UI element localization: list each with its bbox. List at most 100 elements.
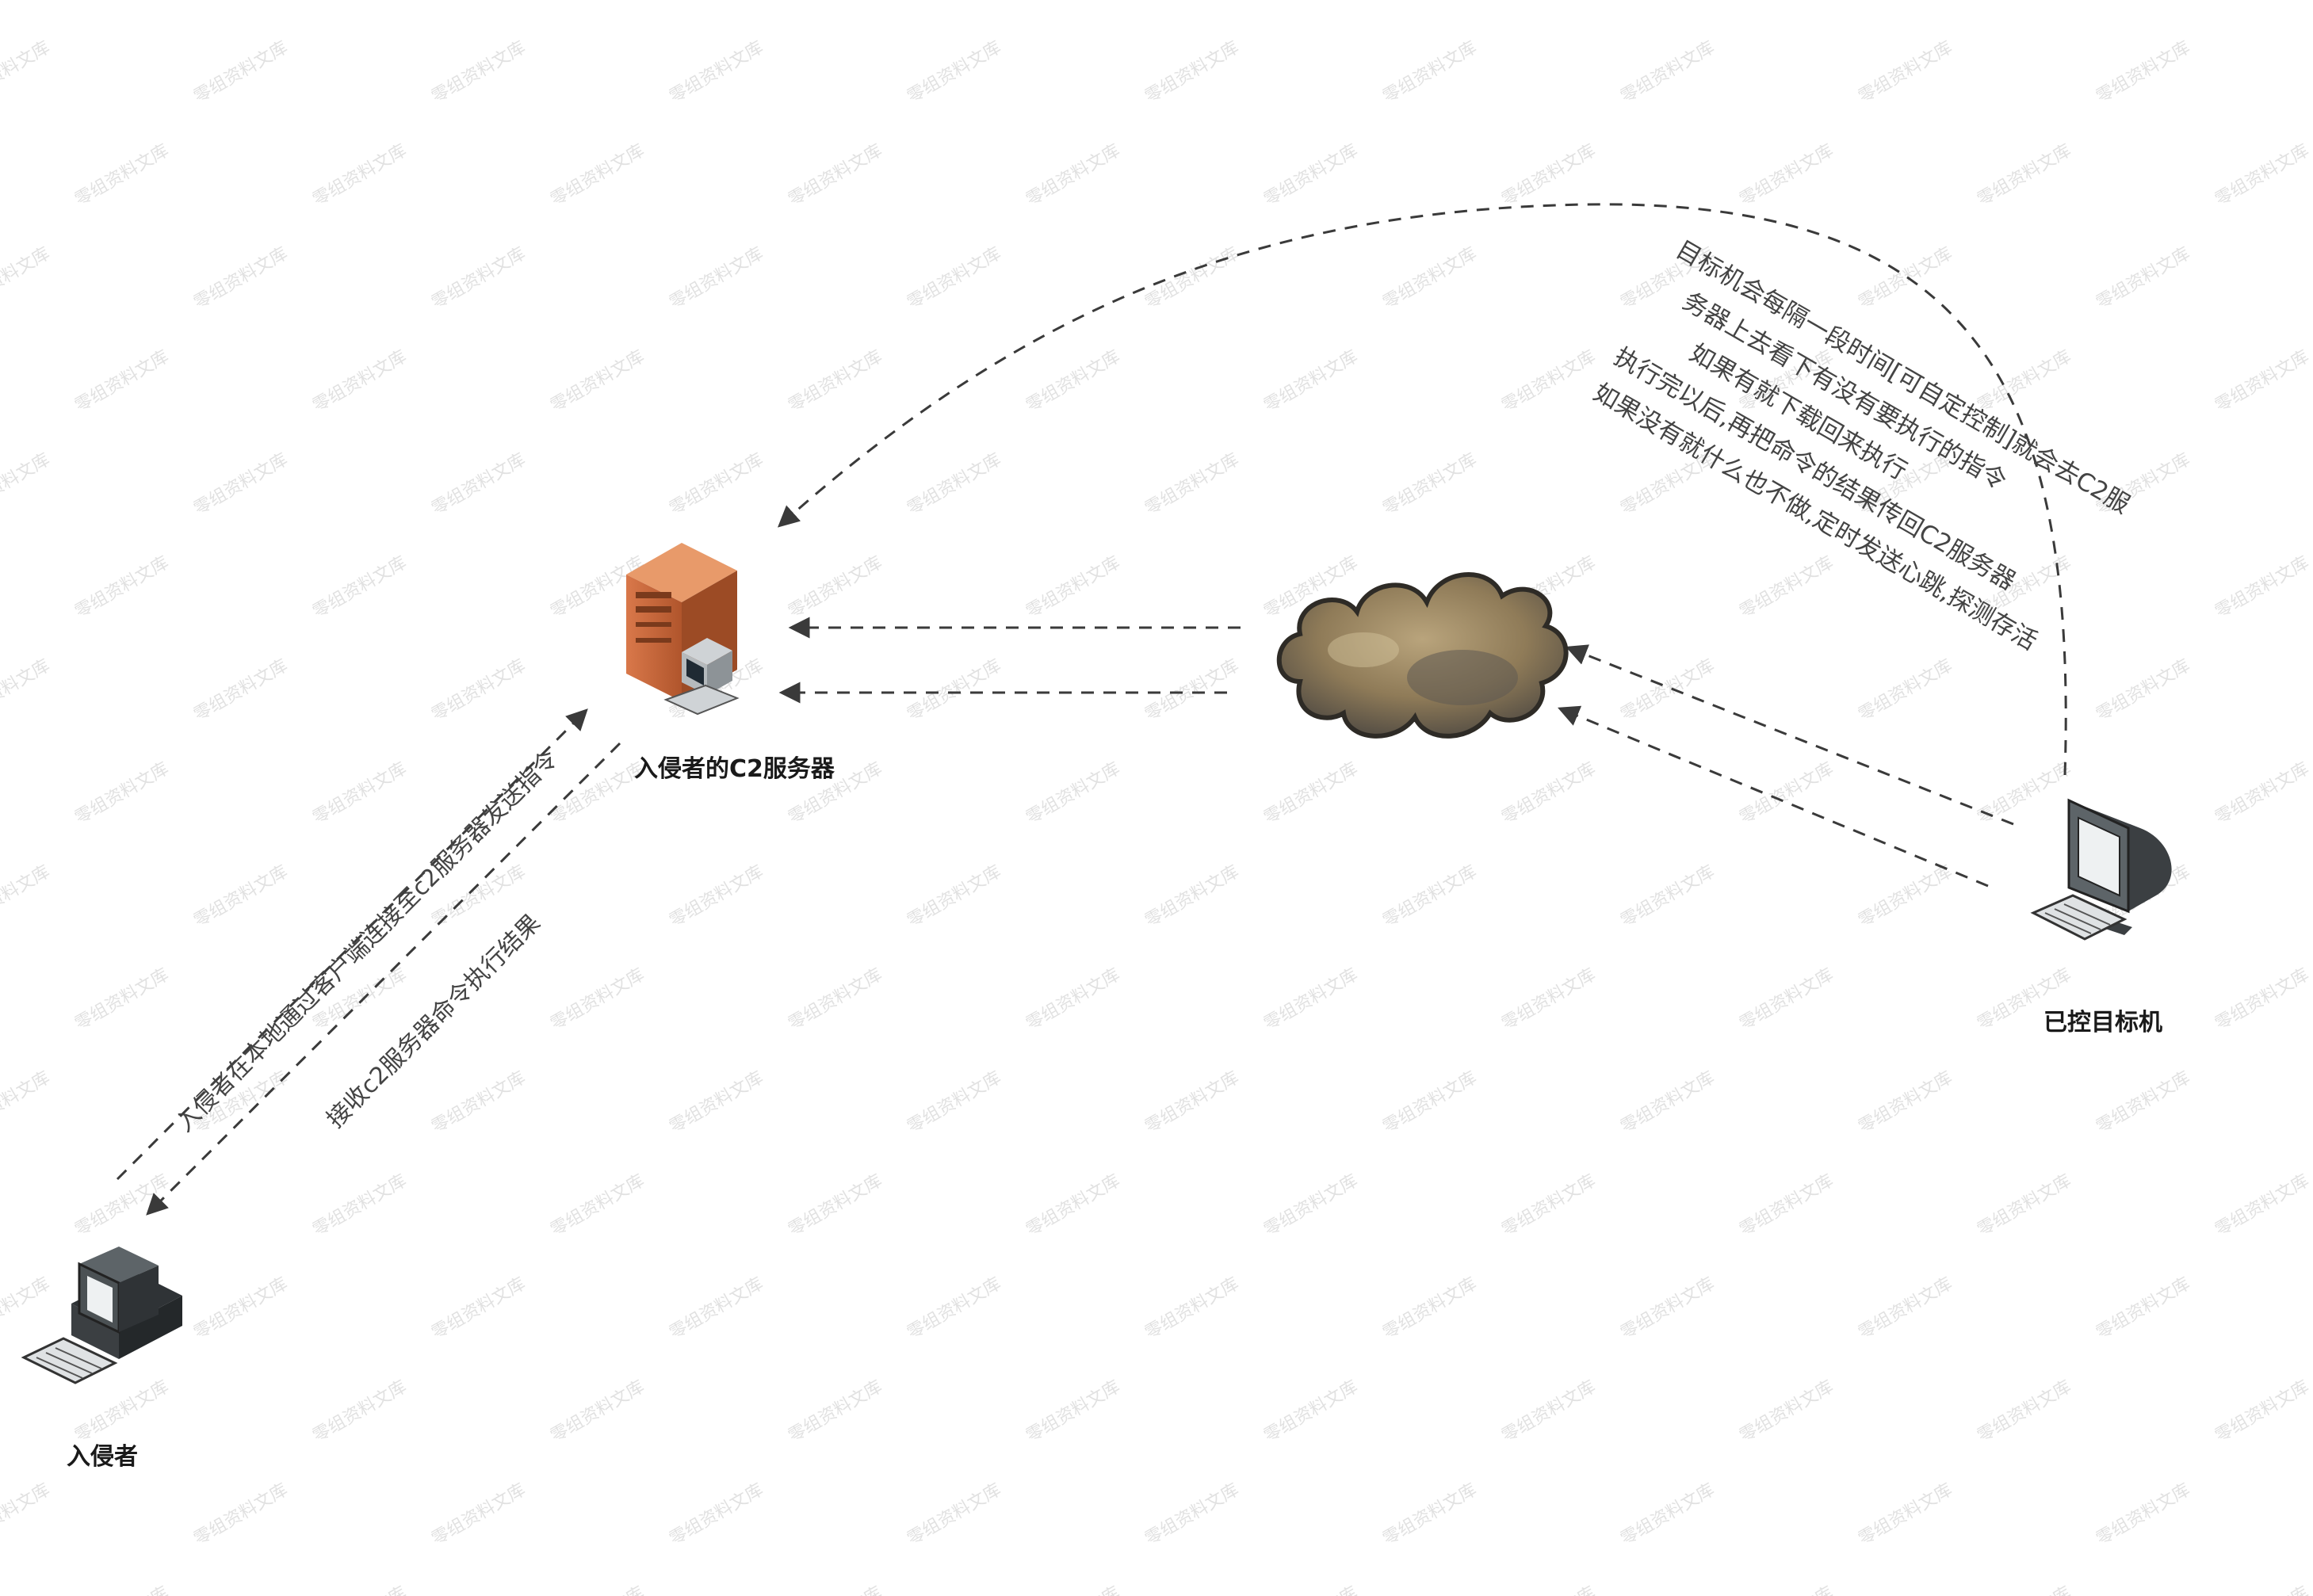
watermark-text: 零组资料文库	[667, 1480, 767, 1550]
watermark-text: 零组资料文库	[0, 244, 53, 314]
watermark-text: 零组资料文库	[2212, 141, 2313, 211]
watermark-text: 零组资料文库	[310, 1377, 411, 1447]
watermark-text: 零组资料文库	[1737, 553, 1837, 623]
watermark-text: 零组资料文库	[1142, 1068, 1243, 1138]
watermark-text: 零组资料文库	[0, 1274, 53, 1344]
watermark-text: 零组资料文库	[310, 759, 411, 829]
watermark-text: 零组资料文库	[1975, 1171, 2075, 1241]
watermark-text: 零组资料文库	[310, 553, 411, 623]
watermark-text: 零组资料文库	[1618, 38, 1719, 108]
watermark-text: 零组资料文库	[1023, 1377, 1124, 1447]
watermark-text: 零组资料文库	[1261, 1583, 1362, 1596]
watermark-text: 零组资料文库	[1737, 0, 1837, 4]
watermark-text: 零组资料文库	[548, 1377, 648, 1447]
watermark-text: 零组资料文库	[1023, 0, 1124, 4]
watermark-text: 零组资料文库	[191, 1480, 292, 1550]
edge-target-to-cloud-lower	[1558, 705, 1989, 888]
watermark-text: 零组资料文库	[1142, 862, 1243, 932]
watermark-text: 零组资料文库	[2093, 244, 2194, 314]
watermark-text: 零组资料文库	[1737, 141, 1837, 211]
watermark-text: 零组资料文库	[1023, 759, 1124, 829]
watermark-text: 零组资料文库	[1023, 347, 1124, 417]
watermark-text: 零组资料文库	[1499, 965, 1600, 1035]
watermark-text: 零组资料文库	[1380, 1068, 1481, 1138]
watermark-text: 零组资料文库	[72, 347, 173, 417]
watermark-text: 零组资料文库	[667, 1068, 767, 1138]
watermark-text: 零组资料文库	[1023, 1171, 1124, 1241]
watermark-text: 零组资料文库	[1142, 1480, 1243, 1550]
watermark-text: 零组资料文库	[1142, 244, 1243, 314]
watermark-text: 零组资料文库	[1618, 862, 1719, 932]
watermark-text: 零组资料文库	[1142, 656, 1243, 726]
watermark-text: 零组资料文库	[0, 862, 53, 932]
watermark-text: 零组资料文库	[904, 656, 1005, 726]
crt-monitor-icon	[2030, 798, 2172, 941]
watermark-text: 零组资料文库	[548, 141, 648, 211]
desktop-computer-icon	[21, 1247, 182, 1384]
watermark-text: 零组资料文库	[786, 1171, 886, 1241]
watermark-text: 零组资料文库	[904, 1274, 1005, 1344]
watermark-text: 零组资料文库	[1856, 656, 1956, 726]
watermark-text: 零组资料文库	[72, 0, 173, 4]
watermark-text: 零组资料文库	[2093, 656, 2194, 726]
watermark-text: 零组资料文库	[548, 1171, 648, 1241]
watermark-text: 零组资料文库	[1737, 1377, 1837, 1447]
watermark-text: 零组资料文库	[904, 1068, 1005, 1138]
watermark-text: 零组资料文库	[1261, 965, 1362, 1035]
watermark-text: 零组资料文库	[72, 553, 173, 623]
watermark-text: 零组资料文库	[786, 553, 886, 623]
watermark-text: 零组资料文库	[548, 759, 648, 829]
watermark-text: 零组资料文库	[1618, 656, 1719, 726]
c2-server-label: 入侵者的C2服务器	[634, 755, 835, 783]
watermark-text: 零组资料文库	[1737, 1583, 1837, 1596]
watermark-text: 零组资料文库	[786, 1583, 886, 1596]
watermark-text: 零组资料文库	[1380, 862, 1481, 932]
watermark-text: 零组资料文库	[1856, 1480, 1956, 1550]
watermark-text: 零组资料文库	[1380, 1274, 1481, 1344]
watermark-text: 零组资料文库	[2093, 1068, 2194, 1138]
watermark-text: 零组资料文库	[548, 965, 648, 1035]
watermark-text: 零组资料文库	[191, 1274, 292, 1344]
watermark-text: 零组资料文库	[310, 1171, 411, 1241]
watermark-text: 零组资料文库	[1380, 1480, 1481, 1550]
watermark-text: 零组资料文库	[1499, 141, 1600, 211]
watermark-text: 零组资料文库	[191, 656, 292, 726]
watermark-text: 零组资料文库	[1975, 0, 2075, 4]
watermark-text: 零组资料文库	[1499, 1377, 1600, 1447]
watermark-text: 零组资料文库	[1856, 1068, 1956, 1138]
watermark-text: 零组资料文库	[786, 0, 886, 4]
watermark-text: 零组资料文库	[1261, 759, 1362, 829]
watermark-text: 零组资料文库	[786, 347, 886, 417]
watermark-text: 零组资料文库	[1261, 347, 1362, 417]
watermark-text: 零组资料文库	[429, 244, 530, 314]
watermark-text: 零组资料文库	[1023, 965, 1124, 1035]
watermark-text: 零组资料文库	[1023, 1583, 1124, 1596]
watermark-text: 零组资料文库	[2212, 1377, 2313, 1447]
server-tower-icon	[626, 543, 740, 716]
watermark-text: 零组资料文库	[0, 1480, 53, 1550]
watermark-text: 零组资料文库	[2212, 1583, 2313, 1596]
watermark-text: 零组资料文库	[429, 38, 530, 108]
watermark-text: 零组资料文库	[1618, 1480, 1719, 1550]
watermark-text: 零组资料文库	[548, 1583, 648, 1596]
watermark-text: 零组资料文库	[1261, 0, 1362, 4]
watermark-text: 零组资料文库	[310, 0, 411, 4]
watermark-text: 零组资料文库	[1618, 1068, 1719, 1138]
internet-cloud-icon	[1276, 572, 1569, 739]
watermark-text: 零组资料文库	[1261, 1377, 1362, 1447]
watermark-text: 零组资料文库	[1856, 38, 1956, 108]
watermark-text: 零组资料文库	[904, 244, 1005, 314]
watermark-text: 零组资料文库	[1023, 141, 1124, 211]
watermark-text: 零组资料文库	[1975, 141, 2075, 211]
watermark-text: 零组资料文库	[2212, 1171, 2313, 1241]
watermark-text: 零组资料文库	[0, 656, 53, 726]
watermark-text: 零组资料文库	[1975, 1583, 2075, 1596]
watermark-text: 零组资料文库	[72, 1583, 173, 1596]
watermark-text: 零组资料文库	[1499, 1583, 1600, 1596]
watermark-text: 零组资料文库	[1499, 347, 1600, 417]
watermark-text: 零组资料文库	[191, 450, 292, 520]
watermark-text: 零组资料文库	[667, 1274, 767, 1344]
watermark-text: 零组资料文库	[2093, 1274, 2194, 1344]
